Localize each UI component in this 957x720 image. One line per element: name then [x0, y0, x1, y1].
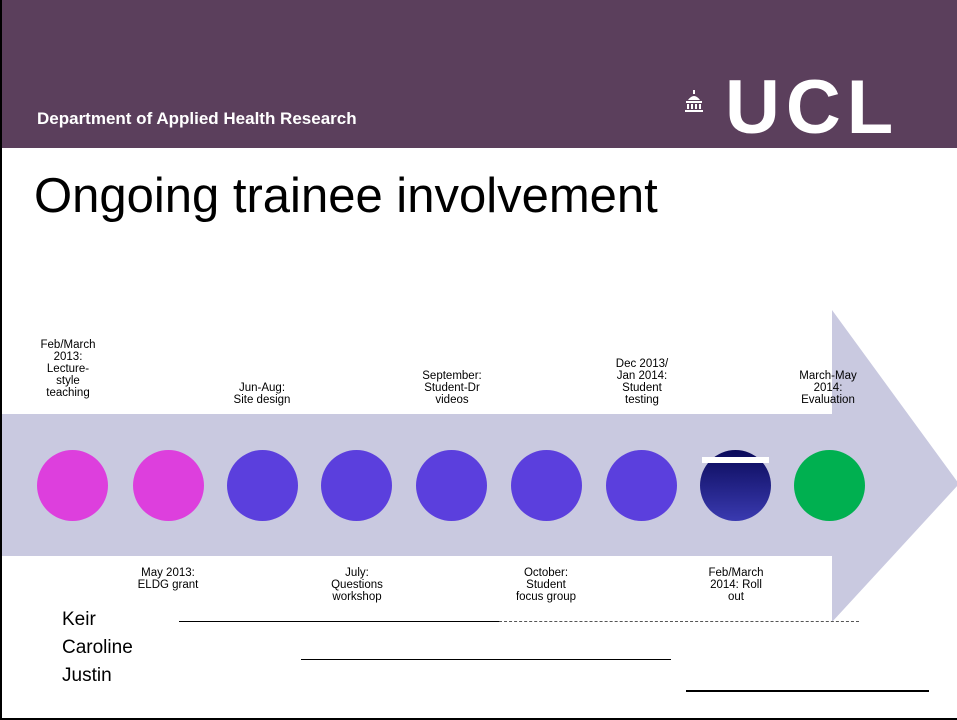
timeline-top-label: Feb/March 2013: Lecture- style teaching: [40, 339, 96, 399]
involvement-line-dashed: [499, 621, 859, 622]
timeline-circle: [511, 450, 582, 521]
timeline-bottom-label: October: Student focus group: [515, 567, 577, 603]
timeline-bottom-label: July: Questions workshop: [331, 567, 383, 603]
involvement-line-solid: [301, 659, 671, 660]
timeline-circle: [606, 450, 677, 521]
timeline-top-label: March-May 2014: Evaluation: [799, 370, 857, 406]
timeline-circle: [321, 450, 392, 521]
person-name: Justin: [62, 665, 112, 686]
timeline-bottom-label: Feb/March 2014: Roll out: [708, 567, 764, 603]
timeline-bottom-label: May 2013: ELDG grant: [137, 567, 199, 591]
timeline-circle: [416, 450, 487, 521]
timeline-top-label: Dec 2013/ Jan 2014: Student testing: [615, 358, 669, 406]
circle-white-stripe: [702, 457, 769, 463]
involvement-line-solid: [179, 621, 499, 622]
ucl-dome-icon: [685, 90, 703, 112]
ucl-logo: UCL: [725, 65, 900, 150]
timeline-circle: [227, 450, 298, 521]
timeline-circle: [37, 450, 108, 521]
department-name: Department of Applied Health Research: [37, 109, 357, 128]
timeline-circle: [794, 450, 865, 521]
slide-title: Ongoing trainee involvement: [34, 169, 658, 223]
involvement-line-solid: [686, 690, 929, 692]
timeline-circle: [133, 450, 204, 521]
timeline-top-label: September: Student-Dr videos: [422, 370, 482, 406]
person-name: Caroline: [62, 637, 133, 658]
header-bar: Department of Applied Health Research UC…: [2, 0, 957, 151]
timeline-top-label: Jun-Aug: Site design: [233, 382, 291, 406]
person-name: Keir: [62, 609, 96, 630]
